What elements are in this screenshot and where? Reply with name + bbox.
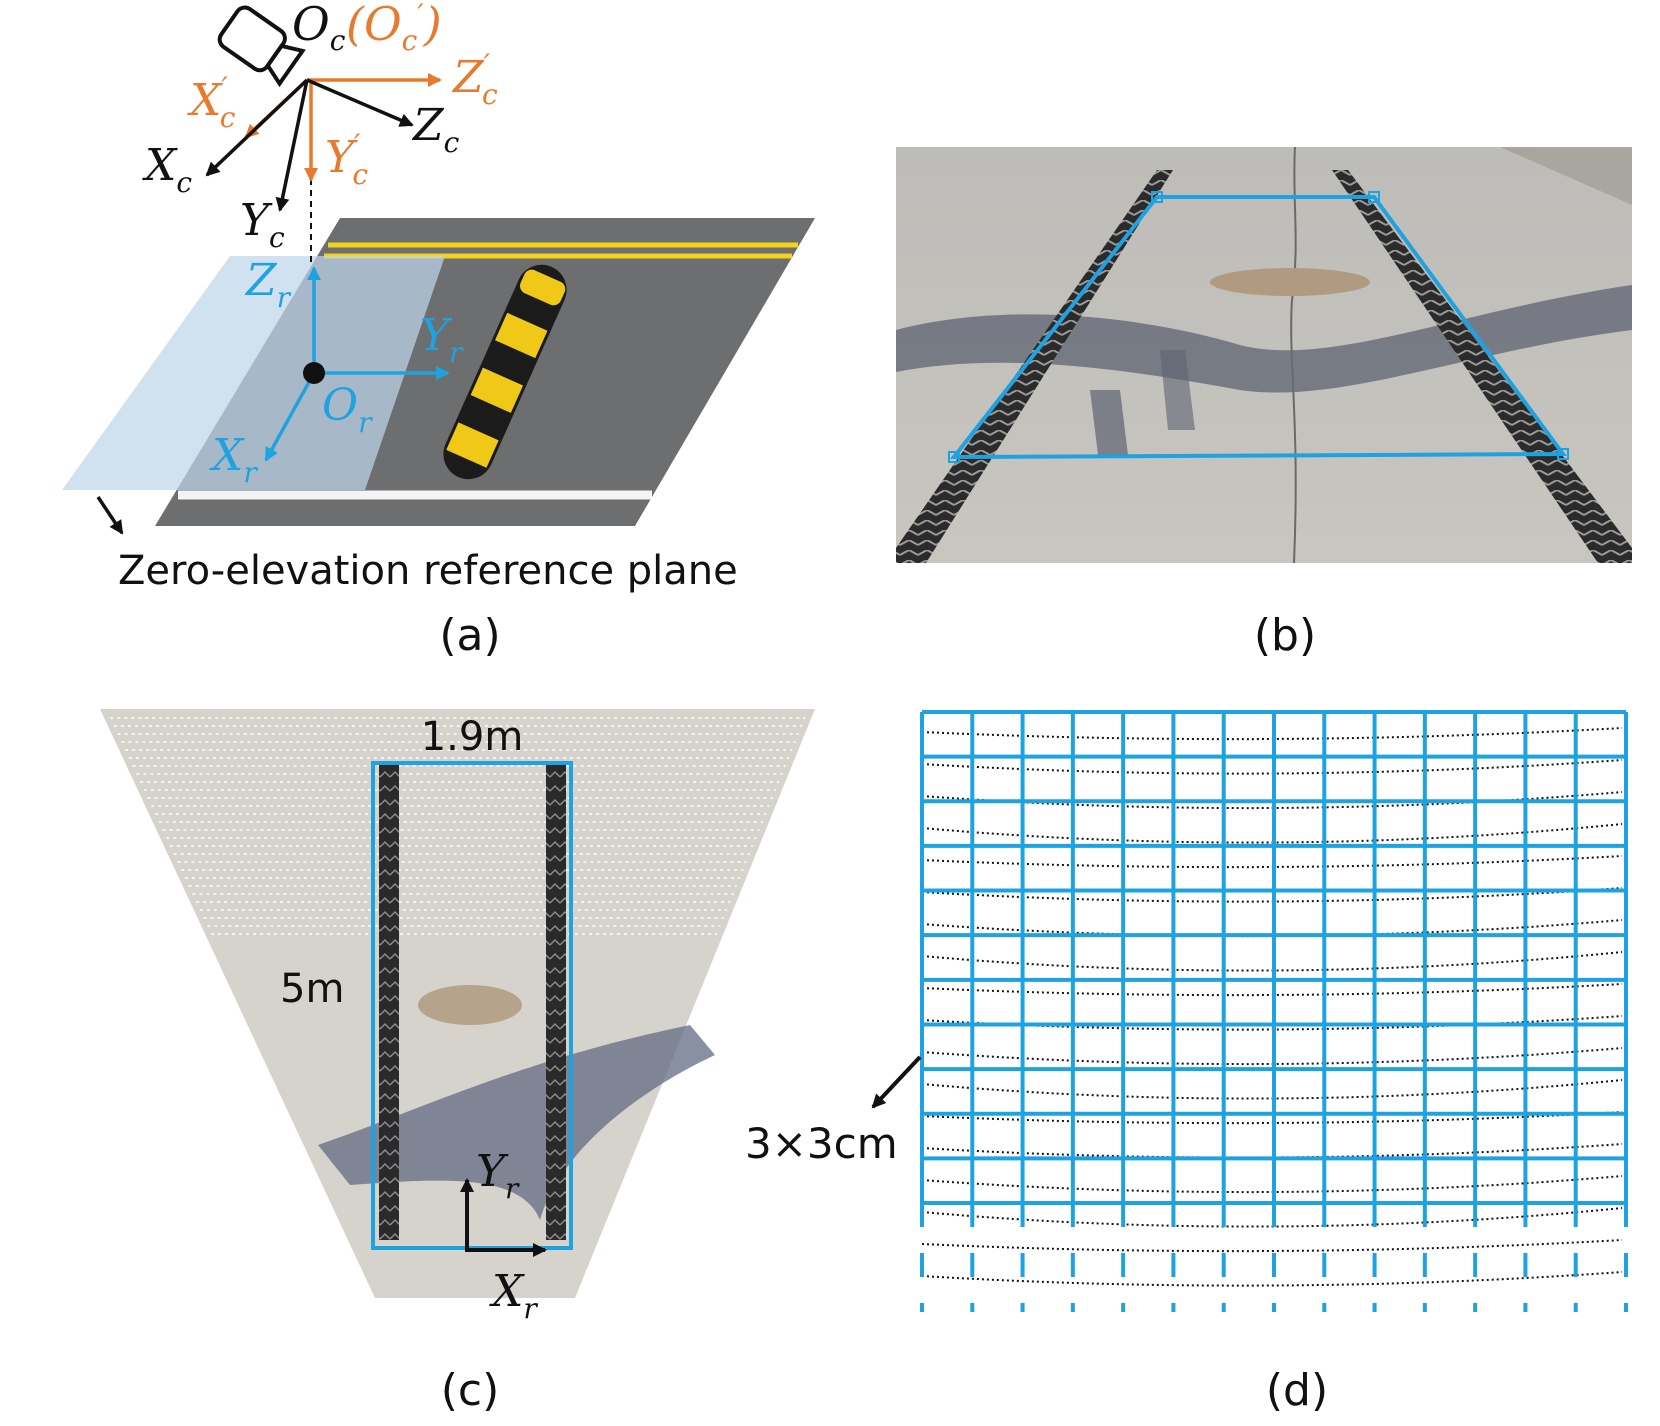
zc-axis-arrow bbox=[306, 78, 414, 127]
plane-pointer-arrow bbox=[96, 496, 124, 535]
roi-corner-tr bbox=[1368, 191, 1380, 203]
origin-r-dot bbox=[303, 362, 325, 384]
curb bbox=[1500, 147, 1632, 205]
caption-a: (a) bbox=[439, 610, 500, 661]
zc-prime-label: Z′c bbox=[451, 48, 498, 111]
yc-prime-label: Y′c bbox=[325, 128, 368, 191]
pole-shadow-2 bbox=[1090, 390, 1128, 455]
crack bbox=[1290, 147, 1297, 563]
yc-label: Yc bbox=[240, 195, 285, 254]
yr-label-c: Yr bbox=[476, 1146, 520, 1205]
zc-label: Zc bbox=[411, 100, 460, 159]
caption-c: (c) bbox=[441, 1365, 500, 1416]
pole-shadow-3 bbox=[1160, 350, 1195, 430]
xc-label: Xc bbox=[142, 140, 192, 199]
length-label: 5m bbox=[280, 966, 344, 1012]
xr-label-c: Xr bbox=[489, 1266, 538, 1325]
panel-c: Yr Xr 1.9m 5m (c) bbox=[100, 709, 815, 1416]
pothole bbox=[1210, 268, 1370, 296]
panel-a: Oc (Oc′) Z′c X′c Y′c Xc Yc Zc Zr Yr Or X… bbox=[62, 0, 815, 661]
cell-size-label: 3×3cm bbox=[745, 1119, 898, 1168]
camera-icon bbox=[217, 5, 306, 88]
camera-origin-label: Oc bbox=[292, 0, 346, 57]
zr-label: Zr bbox=[244, 255, 292, 314]
yc-axis-arrow bbox=[275, 79, 309, 212]
plane-label: Zero-elevation reference plane bbox=[118, 548, 738, 594]
grid-cells bbox=[920, 710, 1628, 1312]
pothole-c bbox=[418, 985, 522, 1025]
pole-shadow bbox=[896, 285, 1632, 393]
speed-bump bbox=[443, 264, 567, 480]
point-line bbox=[921, 1271, 1623, 1287]
reference-plane bbox=[62, 256, 445, 490]
origin-r-label: Or bbox=[322, 380, 373, 439]
scan-line-texture bbox=[110, 717, 806, 935]
camera-origin-prime-label: (Oc′) bbox=[346, 0, 442, 57]
yr-label: Yr bbox=[420, 310, 464, 369]
point-line bbox=[921, 1239, 1623, 1253]
right-tire-track bbox=[1332, 170, 1632, 563]
roi-corner-bl bbox=[948, 451, 960, 463]
roi-trapezoid bbox=[949, 195, 1567, 460]
roi-corner-tl bbox=[1151, 191, 1163, 203]
roi-corner-br bbox=[1557, 448, 1569, 460]
panel-d: 3×3cm (d) bbox=[745, 710, 1628, 1416]
caption-b: (b) bbox=[1254, 610, 1316, 661]
xc-axis-arrow bbox=[205, 78, 309, 177]
panel-b: (b) bbox=[896, 147, 1632, 661]
shadow-c bbox=[318, 1025, 715, 1220]
xr-axis-arrow bbox=[264, 372, 316, 462]
left-track-c bbox=[379, 765, 399, 1240]
xr-label: Xr bbox=[209, 430, 258, 489]
xc-prime-label: X′c bbox=[187, 71, 236, 134]
caption-d: (d) bbox=[1266, 1365, 1328, 1416]
right-track-c bbox=[546, 765, 566, 1240]
width-label: 1.9m bbox=[421, 714, 524, 760]
cell-pointer-arrow bbox=[871, 1055, 922, 1109]
